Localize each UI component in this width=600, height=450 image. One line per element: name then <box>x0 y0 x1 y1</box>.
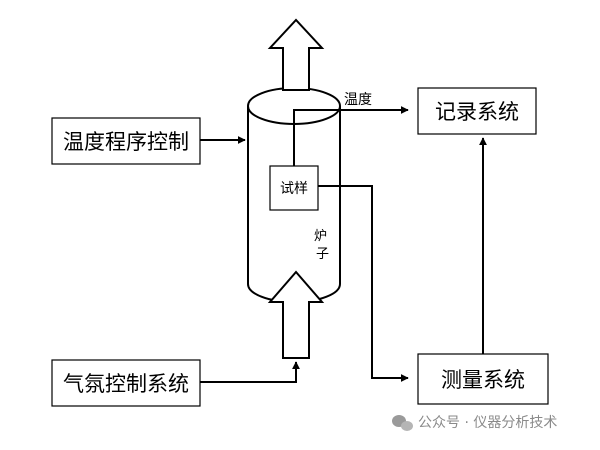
temp-program-control-box <box>51 117 201 165</box>
furnace-label-char2: 子 <box>316 247 329 262</box>
gas-inflow-arrow <box>267 270 325 359</box>
recording-system-box <box>417 87 537 135</box>
wechat-icon <box>392 415 413 431</box>
measurement-system-label: 测量系统 <box>441 368 525 392</box>
sample-box <box>269 165 319 211</box>
atmosphere-control-box <box>51 359 201 407</box>
measurement-system-box <box>417 353 549 405</box>
gas-outflow-arrow <box>267 18 325 91</box>
atmosphere-control-label: 气氛控制系统 <box>63 372 189 396</box>
temperature-label: 温度 <box>344 92 372 108</box>
watermark: 公众号 · 仪器分析技术 <box>392 415 557 431</box>
sample-label: 试样 <box>280 181 308 197</box>
temp-program-control-label: 温度程序控制 <box>63 130 189 154</box>
furnace-label-char1: 炉 <box>314 229 327 244</box>
watermark-text: 公众号 · 仪器分析技术 <box>418 415 557 431</box>
sample-measurement-line <box>318 185 409 382</box>
recording-system-label: 记录系统 <box>435 100 519 124</box>
atmosphere-control-arrow <box>200 361 300 383</box>
temperature-signal-line <box>293 106 409 168</box>
